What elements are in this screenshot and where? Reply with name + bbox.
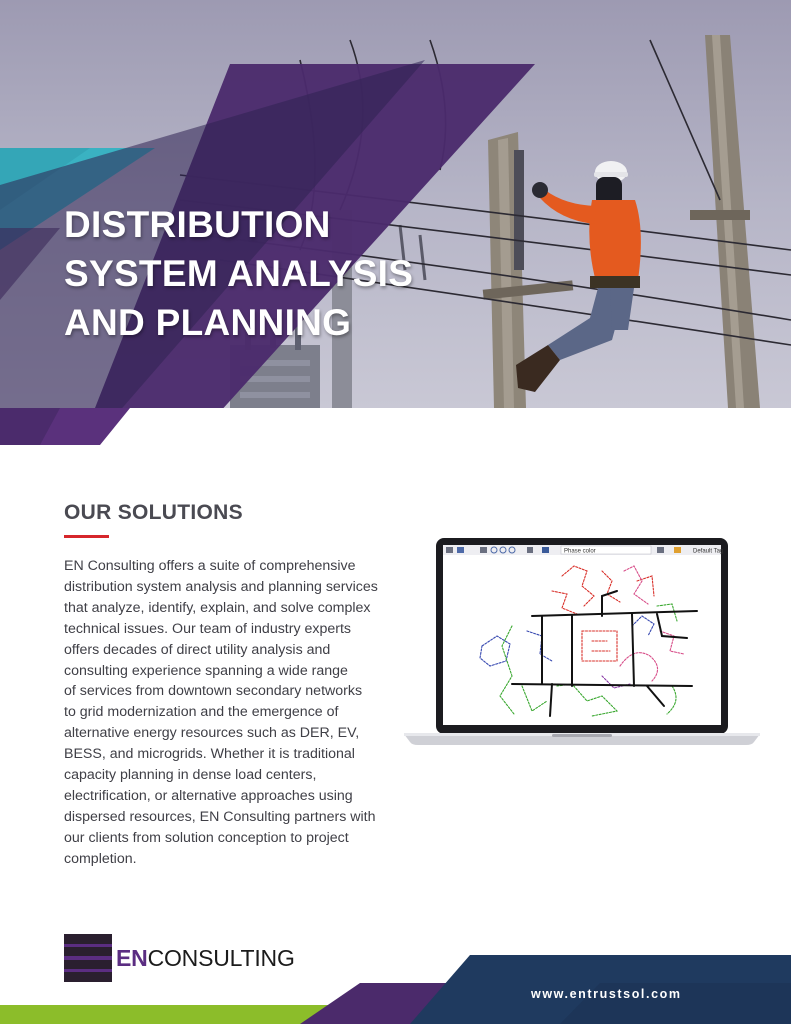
hero-banner: DISTRIBUTION SYSTEM ANALYSIS AND PLANNIN… <box>0 0 791 445</box>
phase-color-select: Phase color <box>564 549 596 555</box>
website-link[interactable]: www.entrustsol.com <box>531 987 682 1001</box>
logo-consulting: CONSULTING <box>147 944 295 971</box>
footer-band <box>0 955 791 1024</box>
hero-title: DISTRIBUTION SYSTEM ANALYSIS AND PLANNIN… <box>64 200 484 347</box>
hero-title-line-2: SYSTEM ANALYSIS <box>64 253 414 294</box>
lineman-photo <box>0 0 791 445</box>
logo-wordmark: ENCONSULTING <box>116 945 295 972</box>
worker-figure <box>516 161 641 392</box>
body-line: dispersed resources, EN Consulting partn… <box>64 808 376 825</box>
hero-title-line-3: AND PLANNING <box>64 302 352 343</box>
heading-underline <box>64 535 109 538</box>
laptop-illustration: Phase color Default Tag <box>404 538 760 745</box>
distribution-network-map <box>479 565 698 717</box>
body-line: to grid modernization and the emergence … <box>64 704 339 721</box>
default-tag-label: Default Tag <box>693 549 723 555</box>
body-line: that analyze, identify, explain, and sol… <box>64 599 371 616</box>
body-line: our clients from solution conception to … <box>64 829 349 846</box>
body-line: capacity planning in dense load centers, <box>64 767 317 784</box>
body-line: BESS, and microgrids. Whether it is trad… <box>64 746 355 763</box>
body-line: alternative energy resources such as DER… <box>64 725 360 742</box>
logo-mark-icon <box>64 934 112 982</box>
body-line: technical issues. Our team of industry e… <box>64 620 352 637</box>
body-line: electrification, or alternative approach… <box>64 787 353 804</box>
toolbar-icons <box>446 546 681 554</box>
hero-title-line-1: DISTRIBUTION <box>64 204 331 245</box>
body-line: completion. <box>64 850 137 867</box>
body-line: EN Consulting offers a suite of comprehe… <box>64 558 356 574</box>
body-line: distribution system analysis and plannin… <box>64 578 378 595</box>
body-line: of services from downtown secondary netw… <box>64 683 363 700</box>
logo-en: EN <box>116 944 148 971</box>
body-line: consulting experience spanning a wide ra… <box>64 662 348 679</box>
en-consulting-logo: ENCONSULTING <box>64 934 295 982</box>
body-line: offers decades of direct utility analysi… <box>64 641 331 658</box>
section-heading: OUR SOLUTIONS <box>64 501 243 524</box>
solutions-paragraph: EN Consulting offers a suite of comprehe… <box>64 556 394 870</box>
